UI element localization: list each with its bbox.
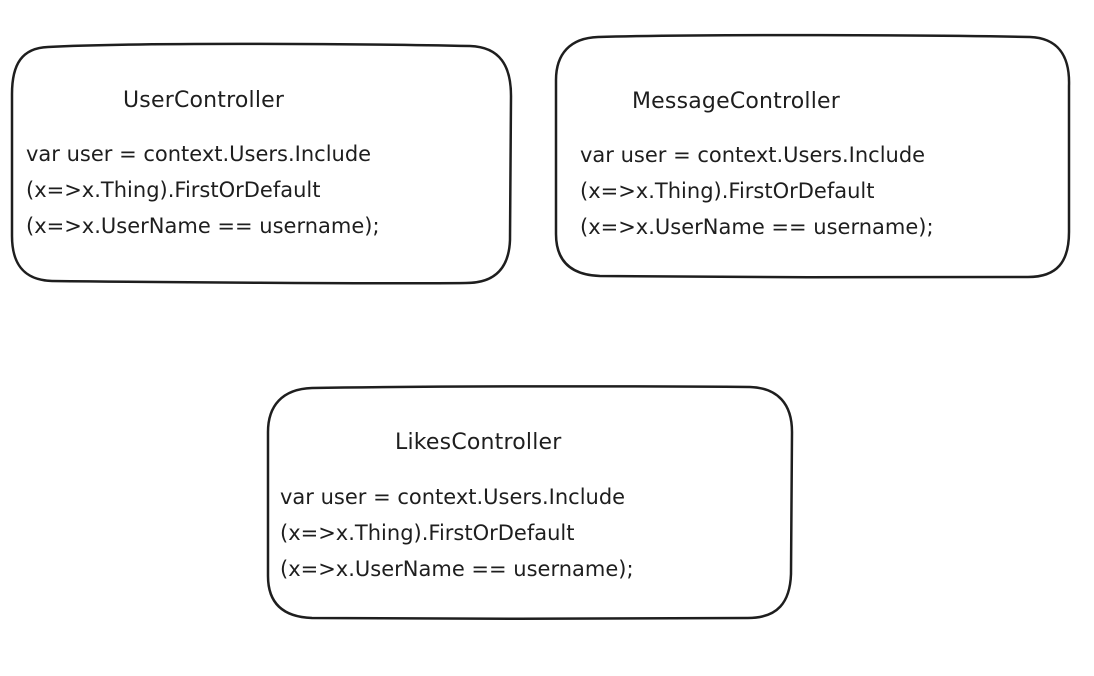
code-line: (x=>x.UserName == username); <box>580 215 934 239</box>
code-line: var user = context.Users.Include <box>26 142 372 166</box>
likes-controller-code: var user = context.Users.Include (x=>x.T… <box>280 479 634 587</box>
likes-controller-title: LikesController <box>395 430 562 455</box>
user-controller-code: var user = context.Users.Include (x=>x.T… <box>26 136 380 244</box>
code-line: var user = context.Users.Include <box>580 143 926 167</box>
message-controller-code: var user = context.Users.Include (x=>x.T… <box>580 137 934 245</box>
code-line: (x=>x.UserName == username); <box>26 214 380 238</box>
code-line: (x=>x.UserName == username); <box>280 557 634 581</box>
code-line: var user = context.Users.Include <box>280 485 626 509</box>
message-controller-title: MessageController <box>632 89 841 114</box>
user-controller-title: UserController <box>123 88 285 113</box>
code-line: (x=>x.Thing).FirstOrDefault <box>26 178 321 202</box>
code-line: (x=>x.Thing).FirstOrDefault <box>580 179 875 203</box>
code-line: (x=>x.Thing).FirstOrDefault <box>280 521 575 545</box>
